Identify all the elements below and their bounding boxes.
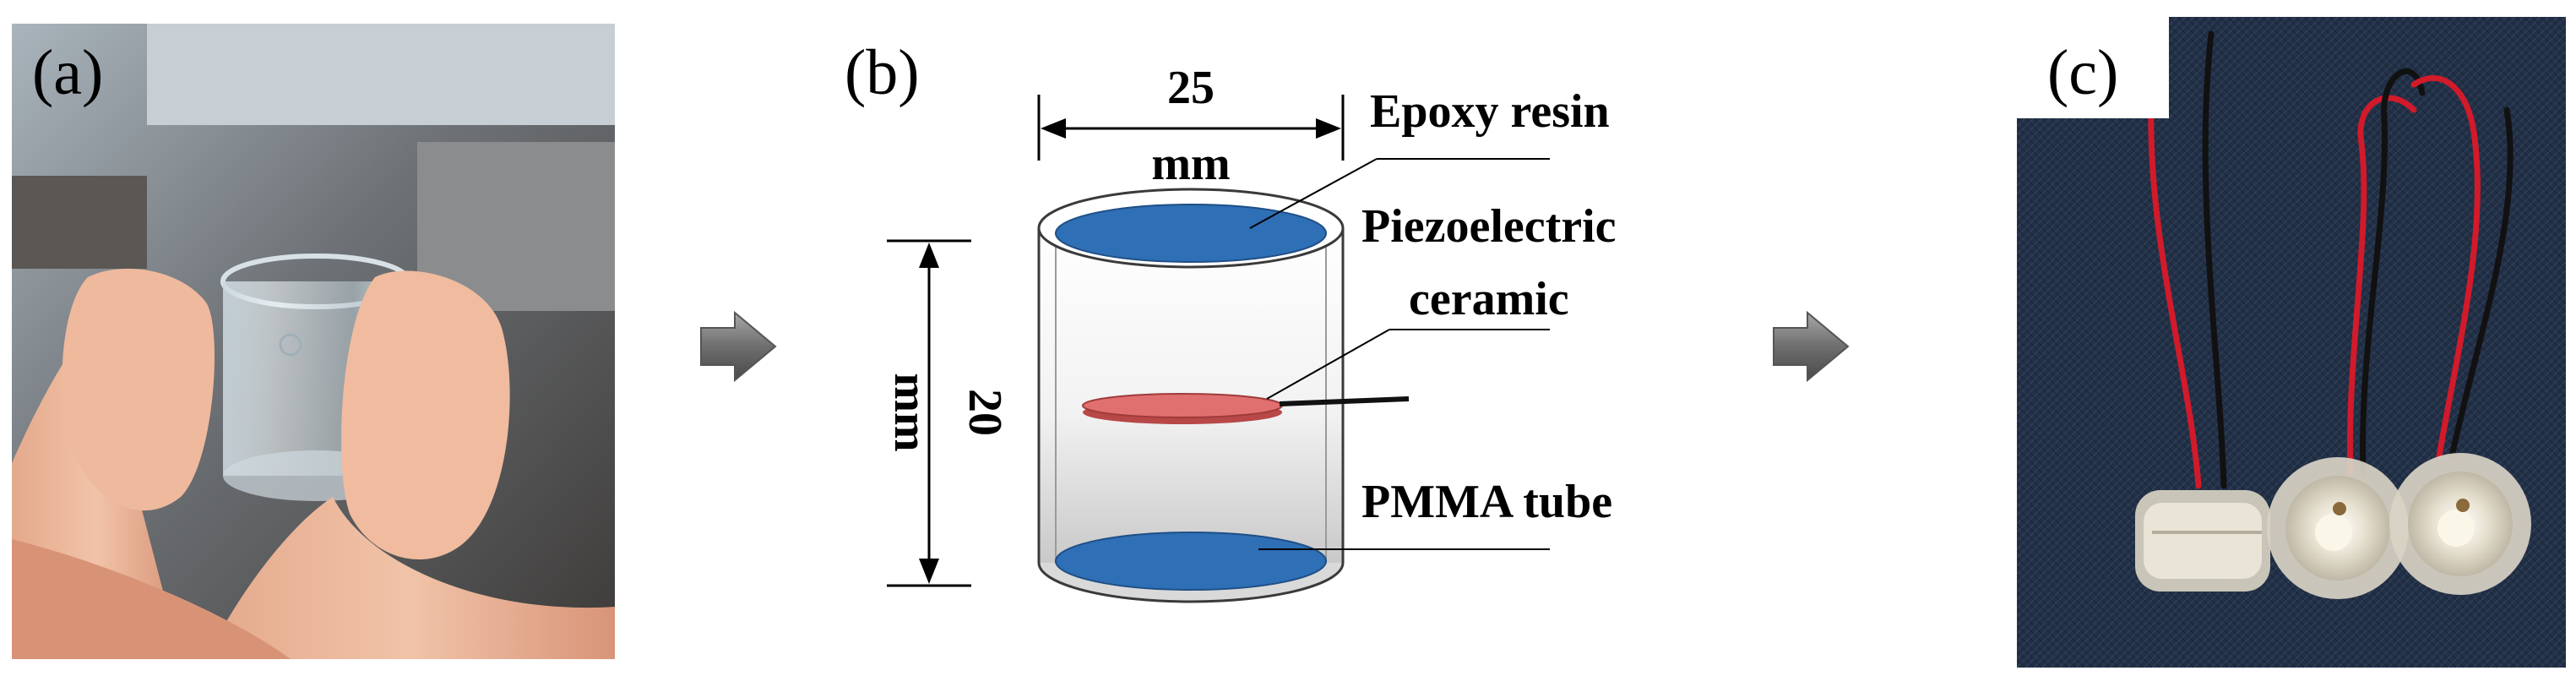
height-unit: mm xyxy=(884,373,937,451)
epoxy-resin-top xyxy=(1055,204,1327,263)
epoxy-leader-line xyxy=(1249,158,1378,229)
label-backdrop-c xyxy=(2017,17,2169,118)
piezoelectric-label-line1: Piezoelectric xyxy=(1361,200,1617,253)
panel-label-b: (b) xyxy=(845,37,920,108)
hand-holding-tube-photo xyxy=(12,24,615,659)
piezo-leader-line xyxy=(1266,329,1390,400)
sensor-1 xyxy=(2135,490,2270,592)
right-arrow-icon xyxy=(1773,310,1850,383)
sensor-2 xyxy=(2267,457,2409,599)
width-unit: mm xyxy=(1151,138,1230,190)
epoxy-resin-bottom xyxy=(1055,532,1327,591)
photo-panel-c xyxy=(2017,17,2566,668)
piezoelectric-label-line2: ceramic xyxy=(1409,273,1569,325)
sensor-3 xyxy=(2389,453,2531,595)
pmma-tube-label: PMMA tube xyxy=(1361,476,1612,528)
height-value: 20 xyxy=(959,389,1011,436)
lead-wire xyxy=(1279,396,1410,406)
width-value: 25 xyxy=(1167,62,1215,114)
piezoelectric-ceramic-disc xyxy=(1082,393,1410,424)
photo-panel-a xyxy=(12,24,615,659)
panel-label-c: (c) xyxy=(2047,37,2119,108)
panel-label-a: (a) xyxy=(32,37,104,108)
height-dimension xyxy=(887,239,971,587)
finished-sensors-photo xyxy=(2017,17,2566,668)
right-arrow-icon xyxy=(700,310,777,383)
sensor-wires xyxy=(2148,30,2514,489)
epoxy-resin-label: Epoxy resin xyxy=(1370,85,1610,138)
width-dimension xyxy=(1037,95,1345,161)
